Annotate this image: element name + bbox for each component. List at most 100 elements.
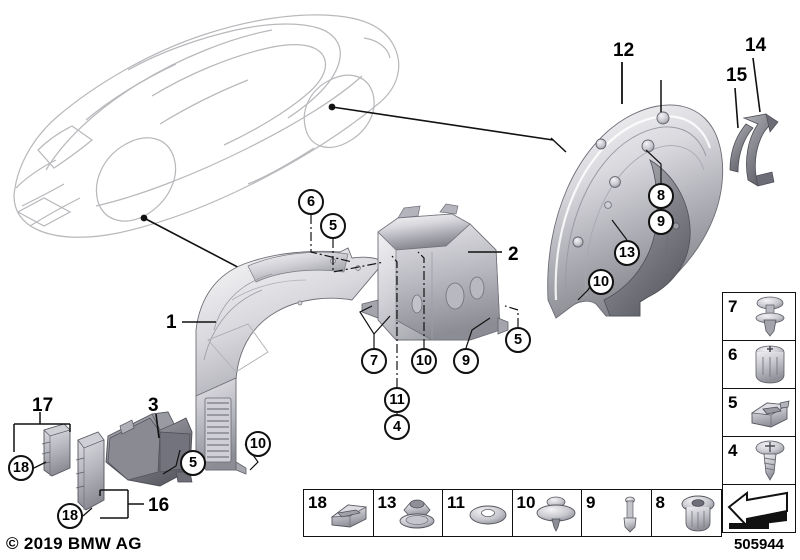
direction-of-travel-arrow-icon — [727, 490, 788, 529]
callout-13[interactable]: 13 — [614, 240, 640, 266]
part-17-cover-strip — [41, 423, 71, 477]
legend-number: 6 — [728, 345, 738, 364]
label-text: 3 — [148, 395, 159, 416]
u-clip-icon — [328, 493, 370, 533]
callout-5-center[interactable]: 5 — [505, 327, 531, 353]
callout-10-lower[interactable]: 10 — [245, 431, 271, 457]
callout-label: 4 — [392, 418, 402, 435]
label-16[interactable]: 16 — [148, 496, 169, 515]
self-tapping-screw-icon — [749, 439, 791, 483]
callout-10-center[interactable]: 10 — [411, 348, 437, 374]
legend-cell-11[interactable]: 11 — [443, 490, 513, 536]
legend-row-7[interactable]: 7 — [723, 293, 795, 341]
blind-rivet-icon — [612, 493, 648, 535]
callout-label: 13 — [618, 244, 636, 261]
fastener-legend-row: 18 13 11 — [303, 489, 722, 537]
label-text: 12 — [613, 40, 635, 61]
callout-label: 18 — [12, 459, 30, 476]
label-12[interactable]: 12 — [613, 41, 634, 60]
leader-dot-front — [140, 214, 148, 222]
legend-number: 18 — [308, 493, 327, 512]
callout-5-left[interactable]: 5 — [320, 213, 346, 239]
label-1[interactable]: 1 — [166, 313, 177, 332]
callout-label: 5 — [513, 331, 523, 348]
liner-vent-louvers — [207, 402, 229, 458]
legend-number: 4 — [728, 441, 738, 460]
socket-grommet-icon — [678, 493, 718, 535]
legend-number: 10 — [516, 493, 536, 512]
legend-cell-13[interactable]: 13 — [374, 490, 443, 536]
flange-nut-icon — [397, 493, 439, 533]
callout-label: 9 — [656, 213, 666, 230]
legend-number: 11 — [447, 493, 465, 512]
callout-label: 10 — [249, 435, 267, 452]
push-pin-rivet-icon — [534, 493, 578, 535]
part-2-wheelhouse-section — [361, 203, 509, 341]
part-3-lower-wheelhouse-trim — [105, 411, 193, 487]
callout-4[interactable]: 4 — [384, 414, 410, 440]
legend-number: 8 — [655, 493, 665, 512]
callout-label: 5 — [328, 217, 338, 234]
spring-clip-nut-icon — [747, 391, 791, 435]
legend-row-5[interactable]: 5 — [723, 389, 795, 437]
part-1-front-wheelhouse-liner — [195, 247, 385, 475]
legend-cell-9[interactable]: 9 — [582, 490, 652, 536]
label-text: 16 — [148, 495, 170, 516]
legend-row-4[interactable]: 4 — [723, 437, 795, 485]
label-text: 2 — [508, 244, 519, 265]
label-15[interactable]: 15 — [726, 66, 747, 85]
callout-6-left[interactable]: 6 — [298, 189, 324, 215]
callout-7[interactable]: 7 — [361, 348, 387, 374]
leader-label-3 — [155, 413, 160, 439]
part-16-cover-strip — [75, 431, 105, 511]
vehicle-outline-illustration — [13, 14, 400, 238]
callout-label: 11 — [389, 391, 405, 408]
fastener-leader-lines — [310, 215, 519, 327]
callout-9-right[interactable]: 9 — [648, 209, 674, 235]
leader-dot-rear — [328, 103, 336, 111]
legend-cell-10[interactable]: 10 — [513, 490, 582, 536]
label-text: 17 — [32, 395, 54, 416]
legend-row-6[interactable]: 6 — [723, 341, 795, 389]
callout-label: 18 — [61, 507, 79, 524]
legend-cell-8[interactable]: 8 — [652, 490, 722, 536]
direction-of-travel-box — [722, 484, 796, 533]
callout-11[interactable]: 11 — [384, 387, 410, 413]
legend-number: 9 — [586, 493, 596, 512]
callout-label: 9 — [461, 352, 471, 369]
label-text: 15 — [726, 65, 748, 86]
legend-number: 5 — [728, 393, 738, 412]
label-3[interactable]: 3 — [148, 396, 159, 415]
callout-5-lower[interactable]: 5 — [180, 450, 206, 476]
callout-label: 10 — [415, 352, 433, 369]
fastener-legend-column: 7 6 5 — [722, 292, 796, 486]
flat-washer-icon — [467, 493, 509, 533]
leader-bracket-17 — [13, 412, 71, 452]
label-text: 1 — [166, 312, 177, 333]
callout-label: 10 — [592, 273, 610, 290]
callout-8[interactable]: 8 — [648, 183, 674, 209]
legend-number: 13 — [377, 493, 397, 512]
label-2[interactable]: 2 — [508, 245, 519, 264]
part-15-seal-strip — [729, 123, 754, 173]
drawing-number: 505944 — [733, 536, 785, 553]
copyright-notice: © 2019 BMW AG — [6, 534, 142, 553]
callout-10-right[interactable]: 10 — [588, 269, 614, 295]
callout-label: 5 — [188, 454, 198, 471]
callout-18-upper[interactable]: 18 — [8, 455, 34, 481]
leader-bracket-16 — [99, 489, 144, 519]
leader-label-14 — [752, 57, 761, 113]
label-14[interactable]: 14 — [745, 36, 766, 55]
callout-9-center[interactable]: 9 — [453, 348, 479, 374]
callout-label: 8 — [656, 187, 666, 204]
label-text: 14 — [745, 35, 767, 56]
expanding-rivet-icon — [749, 295, 791, 339]
label-17[interactable]: 17 — [32, 396, 53, 415]
phillips-grommet-icon — [749, 343, 791, 387]
part-12-rear-wheelhouse-liner — [547, 104, 724, 319]
legend-cell-18[interactable]: 18 — [304, 490, 374, 536]
callout-18-lower[interactable]: 18 — [57, 503, 83, 529]
part-14-arch-trim-strip — [742, 113, 779, 187]
